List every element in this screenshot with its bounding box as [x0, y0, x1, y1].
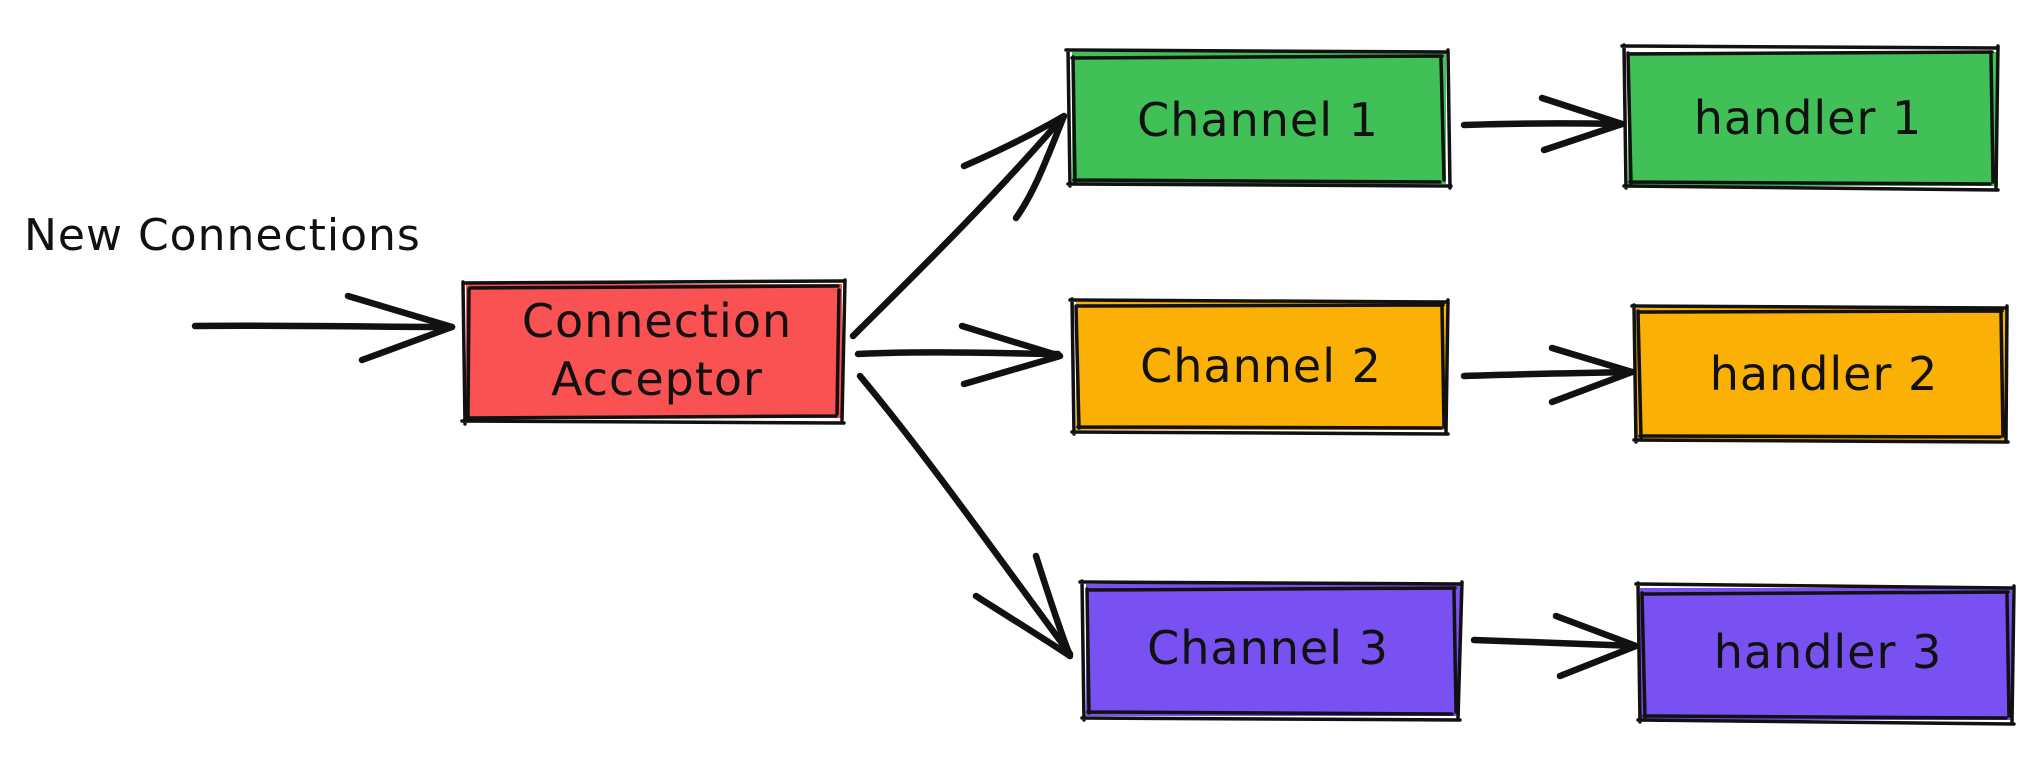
arrow-channel-3-to-handler-3	[1470, 612, 1640, 680]
handler-1-node: handler 1	[1620, 43, 2000, 192]
handler-3-outline	[1634, 581, 2016, 726]
arrow-acceptor-to-channel-1-line	[849, 114, 1066, 340]
handler-1-outline	[1620, 43, 2000, 192]
channel-3-box	[1086, 584, 1460, 716]
arrow-channel-1-to-handler-1-head	[1538, 94, 1626, 154]
arrow-input-to-acceptor-line	[191, 322, 456, 331]
channel-1-label: Channel 1	[1137, 93, 1379, 147]
channel-1-outline	[1064, 48, 1453, 190]
handler-1-label: handler 1	[1694, 91, 1923, 145]
channel-1-node: Channel 1	[1064, 48, 1453, 190]
channel-2-box	[1076, 302, 1446, 430]
arrow-channel-2-to-handler-2	[1460, 344, 1636, 406]
arrow-channel-2-to-handler-2-line	[1460, 368, 1636, 380]
connection-acceptor-label-line1: Connection	[522, 294, 792, 348]
channel-1-box	[1072, 52, 1446, 184]
channel-2-node: Channel 2	[1068, 297, 1450, 436]
arrow-acceptor-to-channel-2	[854, 322, 1064, 388]
handler-3-box	[1640, 588, 2012, 720]
channel-3-outline	[1078, 579, 1464, 722]
handler-1-box	[1628, 52, 1998, 186]
handler-3-label: handler 3	[1714, 625, 1943, 679]
arrow-channel-3-to-handler-3-head	[1552, 612, 1640, 680]
handler-3-node: handler 3	[1634, 581, 2016, 726]
arrow-acceptor-to-channel-1-head	[960, 112, 1068, 222]
handler-2-label: handler 2	[1710, 347, 1939, 401]
arrow-acceptor-to-channel-2-head	[958, 322, 1064, 388]
channel-2-outline	[1068, 297, 1450, 436]
handler-2-node: handler 2	[1630, 303, 2010, 444]
arrow-acceptor-to-channel-2-line	[854, 349, 1062, 358]
arrow-acceptor-to-channel-3-head	[972, 552, 1074, 660]
handler-2-outline	[1630, 303, 2010, 444]
arrow-channel-2-to-handler-2-head	[1548, 344, 1636, 406]
arrow-acceptor-to-channel-1	[849, 112, 1068, 340]
channel-3-node: Channel 3	[1078, 579, 1464, 722]
arrow-channel-1-to-handler-1	[1460, 94, 1626, 154]
channel-2-label: Channel 2	[1140, 339, 1382, 393]
arrow-acceptor-to-channel-3	[856, 372, 1074, 660]
arrow-channel-3-to-handler-3-line	[1470, 636, 1640, 650]
arrow-input-to-acceptor	[191, 292, 456, 364]
arrow-channel-1-to-handler-1-line	[1460, 120, 1626, 129]
arrow-acceptor-to-channel-3-line	[856, 372, 1074, 658]
channel-3-label: Channel 3	[1147, 621, 1389, 675]
connection-acceptor-node: Connection Acceptor	[460, 278, 847, 426]
handler-2-box	[1636, 308, 2006, 440]
new-connections-label: New Connections	[24, 210, 421, 261]
connection-acceptor-label-line2: Acceptor	[551, 352, 763, 406]
connection-acceptor-outline	[460, 278, 847, 426]
arrow-input-to-acceptor-head	[344, 292, 456, 364]
connection-acceptor-box	[466, 284, 842, 418]
